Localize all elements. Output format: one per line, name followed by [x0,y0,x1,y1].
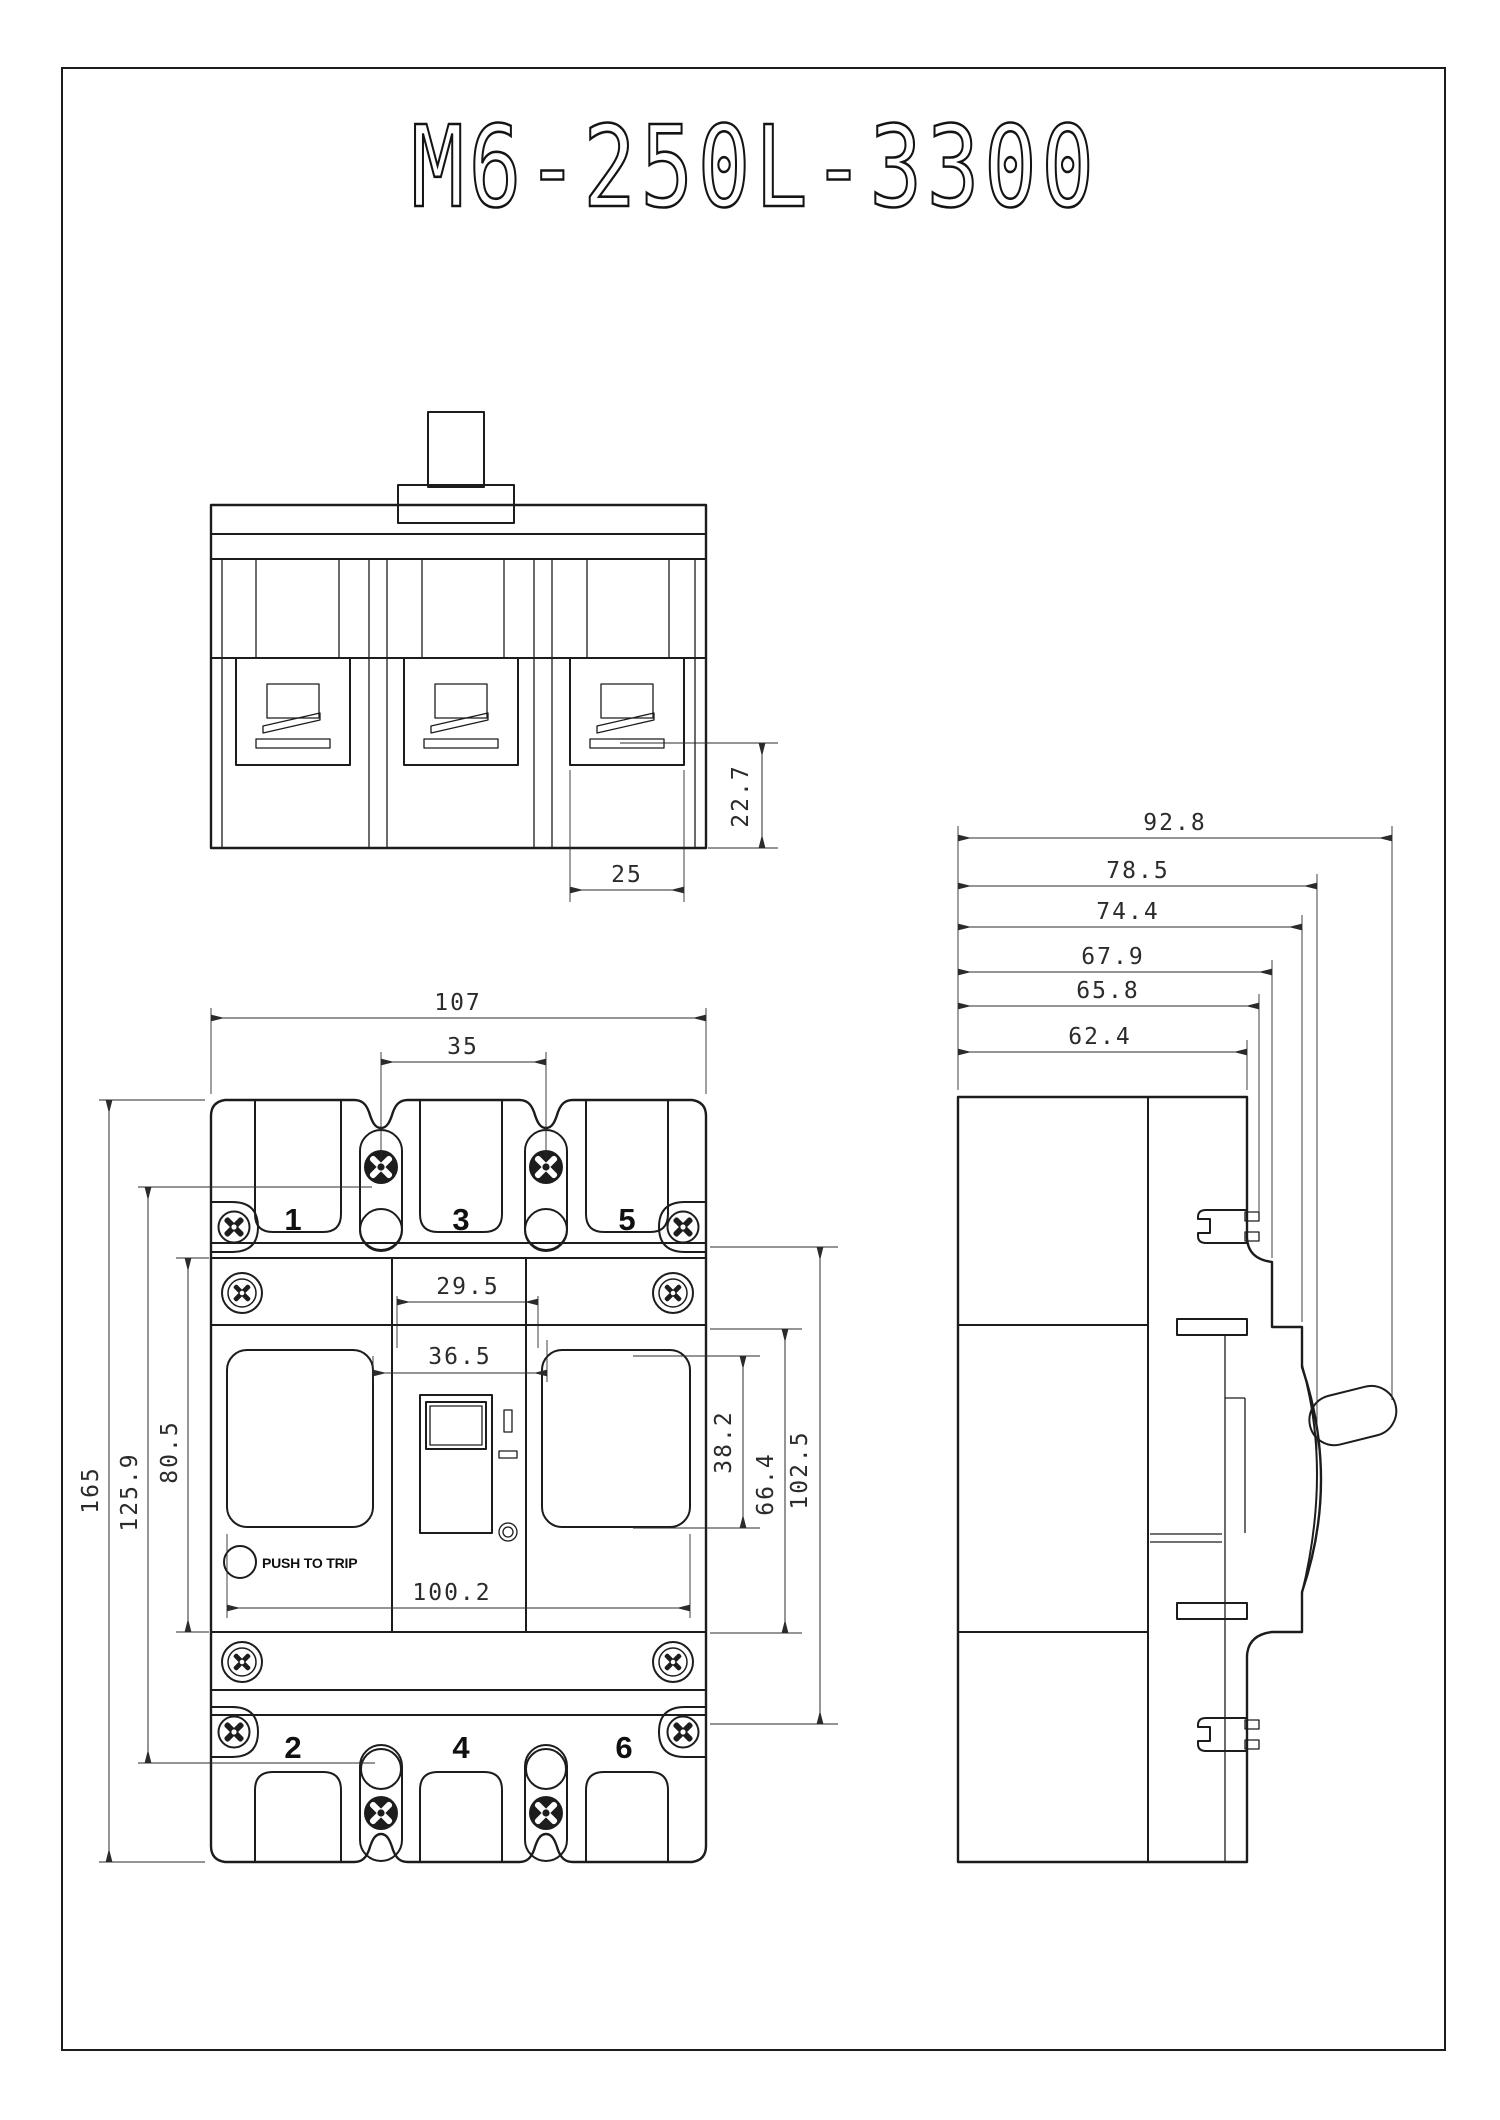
push-to-trip-button [223,1545,257,1579]
dim-band-height: 80.5 [157,1257,209,1633]
terminal-recesses-top-view [235,657,685,766]
dim-recess-offset: 36.5 [372,1340,548,1382]
phillips-screw-icon [221,1272,263,1314]
front-body-outline [209,1098,708,1864]
dim-label-depth-clip-outer: 67.9 [1081,944,1144,970]
dim-label-depth-overall: 92.8 [1143,810,1206,836]
toggle-handle-front [419,1394,518,1542]
dim-label-slot-spacing: 35 [447,1034,479,1060]
phillips-screw-icon [221,1641,263,1683]
terminal-recess [569,657,685,766]
mount-keyhole [524,1744,568,1862]
dim-label-cover-height: 102.5 [787,1430,813,1509]
pole-walls [221,559,696,848]
dim-cover-height: 102.5 [710,1246,838,1725]
dim-depth-escutcheon: 74.4 [958,899,1302,931]
pole-label-1: 1 [284,1202,301,1237]
dim-label-depth-body: 62.4 [1068,1024,1131,1050]
phillips-screw-icon [666,1715,700,1749]
dim-depth-body: 62.4 [958,1024,1247,1056]
dim-depth-handle: 78.5 [958,858,1317,890]
terminal-recess [235,657,351,766]
pole-label-5: 5 [618,1202,635,1237]
phillips-screw-icon [666,1210,700,1244]
on-marker [503,1409,513,1433]
handle-escutcheon-top [397,484,515,524]
side-body-outline [956,1095,1323,1864]
dim-label-center-section: 29.5 [436,1274,499,1300]
dim-terminal-width: 25 [569,770,685,902]
dim-terminal-depth: 22.7 [620,742,778,849]
pole-label-4: 4 [452,1730,470,1765]
dim-depth-clip-inner: 65.8 [958,978,1259,1010]
top-view: 22.7 25 [209,411,778,902]
dim-recess-span: 100.2 [226,1534,691,1618]
dim-depth-clip-outer: 67.9 [958,944,1272,976]
drawing-title: M6-250L-3300 [411,102,1098,232]
side-view: 92.8 78.5 74.4 67.9 65.8 62.4 [956,810,1398,1864]
pole-label-2: 2 [284,1730,301,1765]
dim-slot-spacing: 35 [380,1034,547,1160]
accessory-recess-left [226,1349,374,1528]
din-clip-top [1197,1209,1260,1244]
toggle-handle-side [1308,1384,1398,1447]
phillips-screw-icon [217,1210,251,1244]
band-lines [210,1242,707,1716]
dim-overall-width: 107 [210,990,707,1094]
bottom-terminal-windows [254,1771,669,1863]
dim-mount-hole-spacing: 125.9 [117,1186,375,1764]
top-view-body [209,503,708,850]
breaker-handle-top [427,411,485,488]
phillips-screw-icon [652,1641,694,1683]
dim-label-overall-height: 165 [78,1466,104,1514]
phillips-screw-icon [652,1272,694,1314]
phillips-screw-icon [364,1796,398,1830]
dim-label-mid-height: 66.4 [753,1452,779,1515]
dim-label-terminal-depth: 22.7 [728,764,754,827]
dim-label-band-height: 80.5 [157,1420,183,1483]
cover-screws [221,1272,694,1683]
dim-label-depth-clip-inner: 65.8 [1076,978,1139,1004]
side-extension-lines [957,826,1393,1450]
phillips-screw-icon [217,1715,251,1749]
dim-center-section: 29.5 [396,1274,539,1348]
push-to-trip-label: PUSH TO TRIP [262,1555,357,1571]
dim-label-depth-escutcheon: 74.4 [1096,899,1159,925]
test-button [498,1522,518,1542]
dim-label-overall-width: 107 [434,990,482,1016]
mount-keyhole [359,1744,403,1862]
dim-label-recess-span: 100.2 [412,1580,491,1606]
dim-label-recess-height: 38.2 [711,1410,737,1473]
accessory-recess-right [541,1349,691,1528]
dim-label-recess-offset: 36.5 [428,1344,491,1370]
dim-recess-height: 38.2 [633,1355,760,1529]
dim-label-terminal-width: 25 [611,862,643,888]
dim-overall-height: 165 [78,1099,205,1863]
din-clip-bottom [1197,1717,1260,1752]
terminal-recess [403,657,519,766]
dim-label-depth-handle: 78.5 [1106,858,1169,884]
sheet-border [61,67,1446,2051]
side-slot-bottom [1176,1602,1248,1620]
side-slot-top [1176,1318,1248,1336]
phillips-screw-icon [529,1796,563,1830]
dim-depth-overall: 92.8 [958,810,1392,842]
off-marker [498,1450,518,1459]
handle-travel-arc [1301,1364,1318,1594]
pole-label-3: 3 [452,1202,469,1237]
pole-label-6: 6 [615,1730,632,1765]
corner-screw-tabs [210,1201,707,1758]
dim-mid-height: 66.4 [710,1328,802,1634]
dim-label-mount-hole-spacing: 125.9 [117,1452,143,1531]
top-terminal-windows [254,1099,669,1233]
side-internal-ribs [1150,1335,1246,1862]
front-view: 1 3 5 2 4 6 PUSH TO TRIP 107 [78,990,838,1864]
